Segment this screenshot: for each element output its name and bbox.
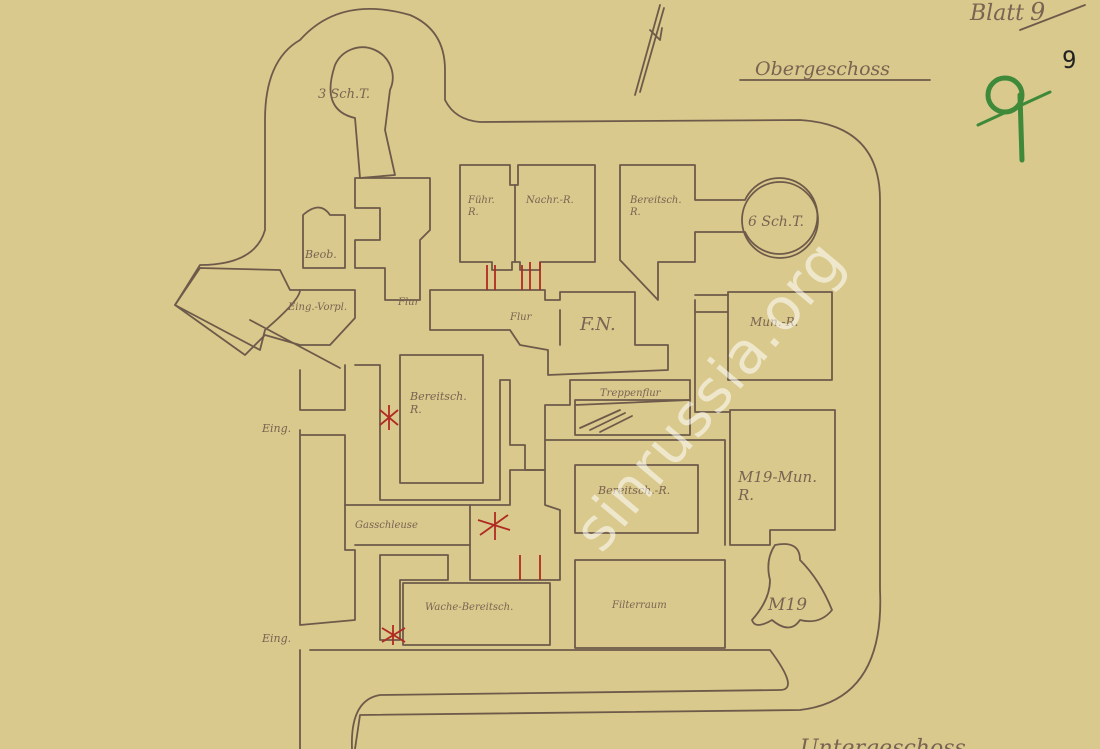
room-nachr: Nachr.-R. (525, 195, 574, 206)
m19-outline (751, 543, 833, 629)
room-m19: M19 (767, 595, 807, 615)
page-number: 9 (1062, 46, 1076, 74)
beob-room (302, 206, 346, 269)
green-mark: 9 (976, 75, 1052, 163)
m19-mun-outline (729, 409, 836, 546)
upper-corridor (354, 177, 431, 301)
treppenflur-outline (574, 399, 691, 436)
entrance-ramp (174, 267, 356, 356)
room-wache: Wache-Bereitsch. (425, 602, 513, 613)
room-bereitsch-right: Bereitsch.-R. (597, 484, 670, 497)
wache-room-outline (402, 582, 551, 646)
outer-perimeter (174, 7, 882, 749)
bereitsch-mid-outline (399, 354, 484, 484)
north-arrow-icon (634, 4, 665, 96)
room-bereitsch-top: Bereitsch.R. (629, 195, 682, 218)
room-turret-6: 6 Sch.T. (748, 214, 804, 230)
bereitsch-top-block (619, 164, 819, 301)
room-filterraum: Filterraum (611, 600, 667, 611)
ramp-line (249, 319, 341, 369)
room-fn: F.N. (579, 314, 616, 335)
room-mun: Mun.-R. (749, 315, 798, 329)
room-bereitsch-mid: Bereitsch.R. (409, 390, 467, 416)
blatt-label: Blatt (969, 1, 1024, 26)
room-gasschleuse: Gasschleuse (355, 520, 418, 531)
filterraum-outline (574, 559, 726, 649)
door-marks (379, 262, 541, 645)
mun-room-outline (727, 291, 833, 381)
mun-corridor (694, 294, 731, 413)
room-flur-2: Flur (509, 312, 533, 323)
gasschleuse-outline (344, 504, 471, 546)
central-flur (429, 289, 669, 376)
stairs-lines (579, 409, 633, 433)
svg-text:9: 9 (1005, 102, 1006, 104)
blatt-old-number: 9 (1030, 0, 1045, 26)
room-beob: Beob. (304, 248, 337, 261)
gas-corridor (469, 469, 561, 581)
lower-wall (309, 649, 789, 749)
room-m19-mun: M19-Mun.R. (737, 468, 817, 504)
floor-title: Obergeschoss (755, 58, 890, 80)
entrance-label-2: Eing. (261, 632, 291, 645)
left-corridor (299, 364, 356, 626)
lower-floor-title: Untergeschoss (800, 736, 966, 749)
fuhr-nachr-block (459, 164, 596, 271)
entrance-label-1: Eing. (261, 422, 291, 435)
blatt-strike (1019, 4, 1086, 31)
bereitsch-right-outline (574, 464, 699, 534)
room-flur-1: Flur (397, 297, 421, 308)
mid-corridors (354, 364, 691, 501)
wache-corridor (379, 554, 449, 641)
right-corridor (544, 439, 726, 546)
turret-3-outline (329, 46, 396, 179)
room-treppenflur: Treppenflur (600, 388, 662, 399)
room-turret-3: 3 Sch.T. (318, 87, 370, 102)
turret-6-outline (741, 181, 819, 259)
room-fuhr: Führ.R. (467, 195, 495, 218)
room-eing-vorpl: Eing.-Vorpl. (287, 302, 347, 313)
